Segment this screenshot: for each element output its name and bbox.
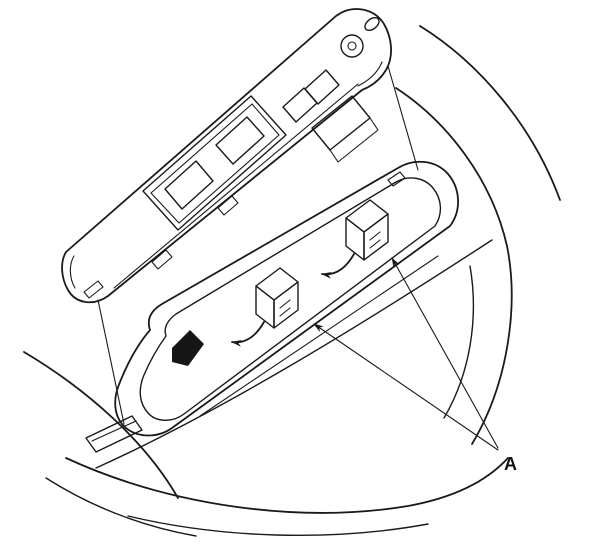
switch-panel-outline [61, 8, 392, 304]
retaining-clip-1 [231, 267, 299, 347]
latch-detail-inner [91, 420, 137, 442]
alignment-line-left [97, 299, 125, 425]
door-bottom-curve-1 [65, 457, 509, 514]
armrest-opening [114, 160, 459, 437]
panel-rim-inner-right [357, 61, 383, 87]
mirror-knob [340, 34, 364, 58]
mounting-tabs [83, 195, 239, 299]
callout-a: A [313, 257, 517, 474]
rim-slot [387, 171, 406, 187]
mirror-knob-center [347, 41, 357, 51]
switch-button-1 [282, 87, 318, 123]
tray-hole-1 [164, 160, 214, 210]
clip-2-slot-line-2 [369, 239, 381, 249]
opening-outer-rim [114, 160, 459, 437]
tray-hole-2 [215, 116, 265, 165]
armrest-edge-line [95, 239, 493, 469]
alignment-lines [97, 65, 419, 425]
latch-detail [85, 415, 143, 453]
clip-1-slot-line-1 [279, 299, 291, 309]
door-sill-curve [419, 25, 561, 201]
clip-1-top-face [255, 267, 299, 301]
clip-2-release-arrow [321, 253, 355, 279]
door-bottom-curve-2 [127, 515, 429, 537]
door-bottom-left-curve [45, 477, 197, 537]
panel-rim-inner-left [69, 255, 76, 289]
recess-shadow [172, 330, 204, 366]
panel-end-button [364, 16, 380, 32]
door-inner-contour [443, 265, 475, 419]
clip-2-slot-line-1 [369, 231, 381, 241]
mounting-tab-3 [217, 195, 239, 216]
clip-1-release-arrow [231, 321, 265, 347]
clip-2-side-face [345, 217, 365, 261]
switch-button-2 [304, 69, 340, 105]
leader-line-to-clip-1 [313, 323, 499, 451]
clip-1-slot-line-2 [279, 307, 291, 317]
tray-opening [142, 95, 287, 231]
tray-floor [150, 103, 280, 224]
switch-tray [142, 95, 287, 231]
opening-floor-line [199, 255, 439, 417]
alignment-line-right [387, 65, 419, 171]
clip-2-top-face [345, 199, 389, 233]
panel-rim-inner-bottom [113, 83, 359, 289]
window-switch-buttons [282, 69, 340, 123]
door-left-contour [23, 351, 179, 499]
door-panel-contours [23, 25, 561, 537]
door-edge-outer-curve [395, 87, 513, 445]
opening-inner-rim [139, 177, 442, 421]
switch-panel-assembly [61, 8, 392, 304]
retaining-clip-2 [321, 199, 389, 279]
connector-depth [329, 117, 379, 163]
clip-1-front-face [273, 281, 299, 329]
mounting-tab-2 [151, 249, 173, 270]
clip-1-side-face [255, 285, 275, 329]
connector-block [311, 95, 379, 163]
callout-a-label: A [504, 454, 517, 474]
clip-2-front-face [363, 213, 389, 261]
mounting-tab-1 [83, 280, 104, 299]
leader-line-to-clip-2 [391, 257, 499, 449]
